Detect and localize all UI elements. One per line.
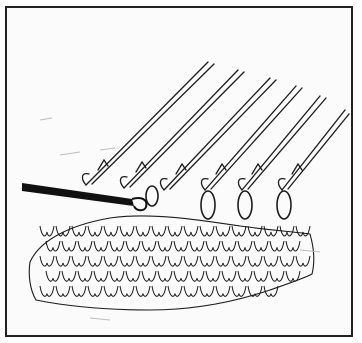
knit-stitch [62, 271, 76, 281]
knit-stitch [88, 286, 102, 296]
knit-stitch [88, 226, 102, 236]
knit-stitch [248, 256, 262, 266]
knit-stitch [232, 226, 246, 236]
knit-stitch [104, 256, 118, 266]
knit-stitch [110, 241, 124, 251]
knit-stitch [46, 241, 60, 251]
knit-stitch [222, 241, 236, 251]
knit-stitch [280, 256, 294, 266]
knit-stitch [248, 286, 262, 296]
needle-1 [82, 62, 214, 185]
knit-stitch [270, 241, 284, 251]
knit-stitch [264, 256, 278, 266]
knit-stitch [270, 271, 284, 281]
knit-stitch [78, 271, 92, 281]
knit-stitch [238, 271, 252, 281]
knit-stitch [72, 286, 86, 296]
knit-stitch [286, 241, 300, 251]
knit-stitch [200, 226, 214, 236]
needle-3 [160, 78, 276, 190]
knit-stitch [184, 226, 198, 236]
loop-4 [146, 186, 158, 206]
transfer-tool [22, 183, 146, 210]
knit-stitch [296, 226, 310, 236]
knit-stitch [120, 226, 134, 236]
knit-stitch [142, 271, 156, 281]
loop-3 [277, 191, 291, 219]
knit-stitch [184, 286, 198, 296]
knit-stitch [264, 226, 278, 236]
knit-stitch [136, 226, 150, 236]
knit-stitch [94, 241, 108, 251]
knit-stitch [296, 256, 310, 266]
stitch-rows [40, 226, 310, 296]
knit-stitch [216, 256, 230, 266]
knit-stitch [152, 256, 166, 266]
knit-stitch [142, 241, 156, 251]
knit-stitch [174, 271, 188, 281]
knit-stitch [216, 286, 230, 296]
knit-stitch [110, 271, 124, 281]
knit-stitch [168, 286, 182, 296]
knit-stitch [184, 256, 198, 266]
stitch-loops [146, 186, 291, 219]
knit-stitch [62, 241, 76, 251]
needle-6 [278, 110, 349, 190]
knit-stitch [200, 256, 214, 266]
knit-stitch [232, 256, 246, 266]
knit-stitch [120, 286, 134, 296]
knit-stitch [168, 256, 182, 266]
knit-stitch [56, 226, 70, 236]
knit-stitch [104, 286, 118, 296]
knit-stitch [136, 286, 150, 296]
knit-stitch [56, 286, 70, 296]
knit-stitch [206, 271, 220, 281]
knit-stitch [72, 256, 86, 266]
knit-stitch [222, 271, 236, 281]
knit-stitch [254, 271, 268, 281]
knit-stitch [46, 271, 60, 281]
knit-stitch [254, 241, 268, 251]
knit-stitch [206, 241, 220, 251]
loop-2 [238, 191, 252, 219]
needle-group [82, 62, 349, 190]
knit-stitch [190, 241, 204, 251]
knit-stitch [94, 271, 108, 281]
knit-stitch [126, 241, 140, 251]
knit-stitch [88, 256, 102, 266]
knit-stitch [190, 271, 204, 281]
loop-1 [201, 191, 215, 219]
knit-stitch [136, 256, 150, 266]
knit-stitch [238, 241, 252, 251]
knit-stitch [40, 286, 54, 296]
knit-stitch [40, 226, 54, 236]
knit-stitch [104, 226, 118, 236]
knit-stitch [158, 241, 172, 251]
knit-stitch [40, 256, 54, 266]
print-texture [40, 118, 320, 320]
knit-stitch [152, 226, 166, 236]
knit-stitch [216, 226, 230, 236]
knit-stitch [120, 256, 134, 266]
knit-stitch [78, 241, 92, 251]
knit-stitch [168, 226, 182, 236]
knit-stitch [200, 286, 214, 296]
knit-stitch [56, 256, 70, 266]
knit-stitch [158, 271, 172, 281]
knit-stitch [174, 241, 188, 251]
knit-stitch [126, 271, 140, 281]
knit-stitch [232, 286, 246, 296]
knit-stitch [152, 286, 166, 296]
